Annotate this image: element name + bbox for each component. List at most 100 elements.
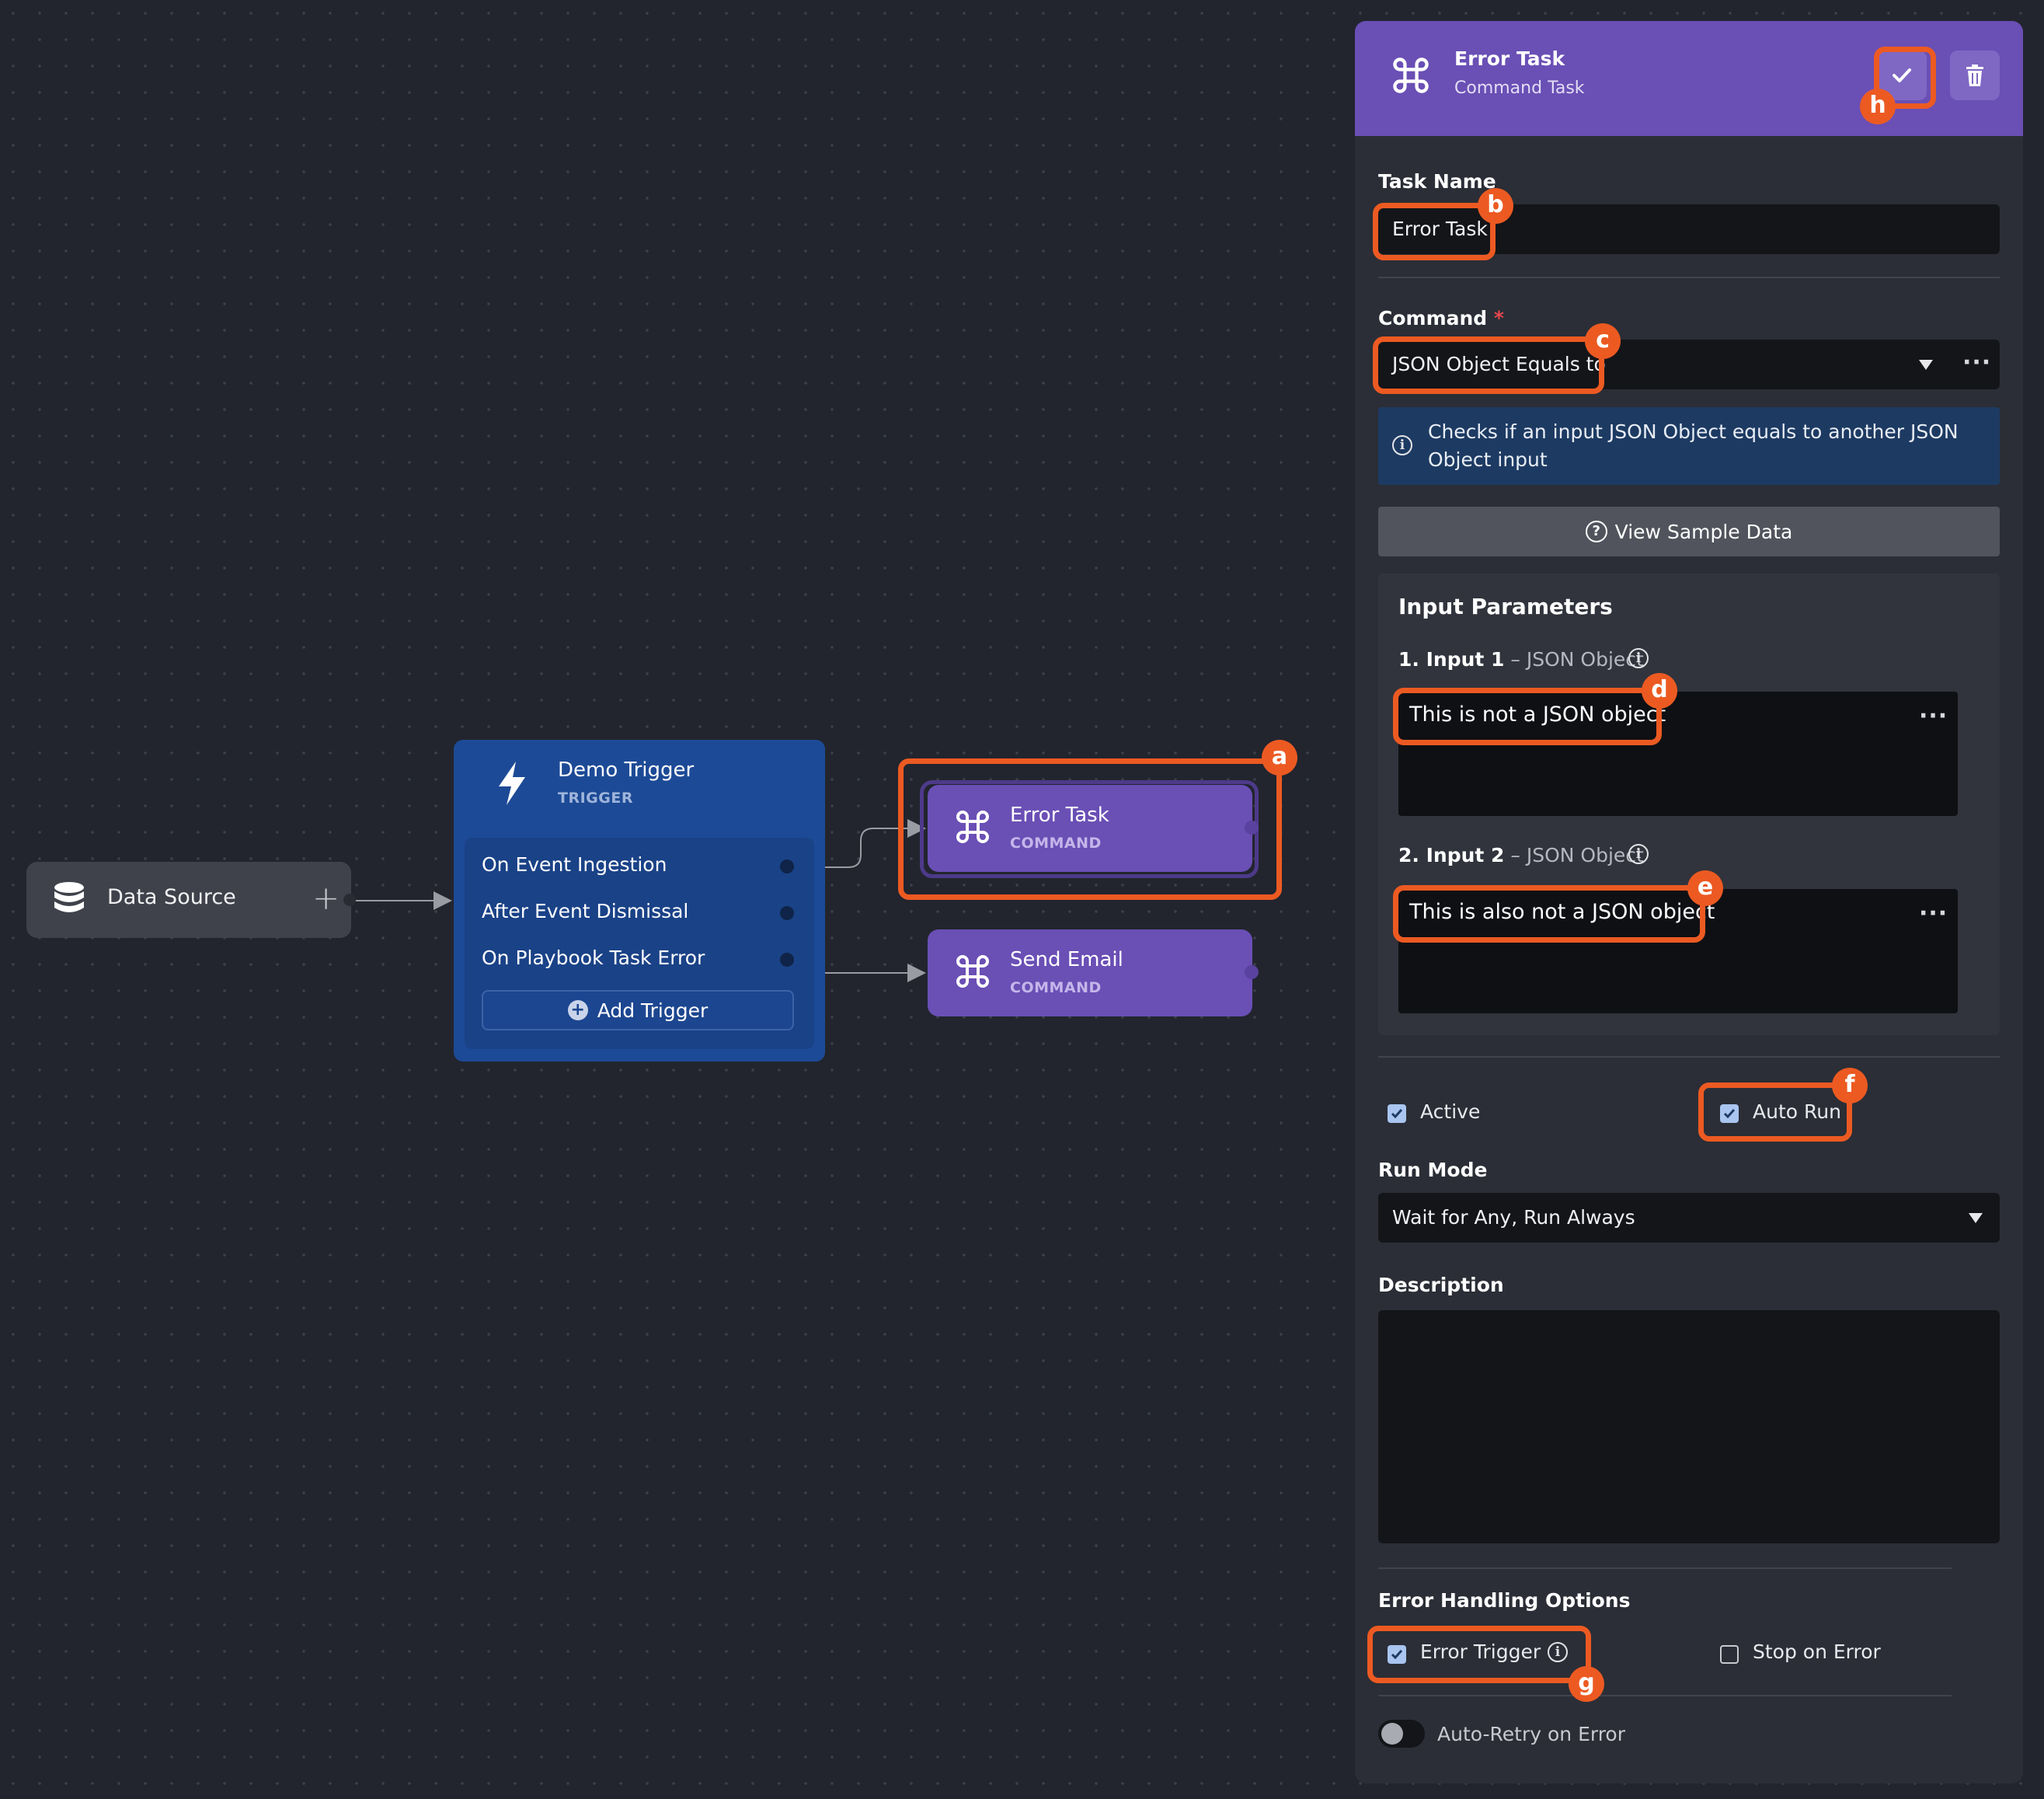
trigger-title: Demo Trigger (558, 758, 695, 782)
stop-on-error-label: Stop on Error (1753, 1640, 1881, 1663)
output-port[interactable] (1245, 965, 1259, 979)
callout-badge-c: c (1585, 323, 1621, 359)
description-label: Description (1378, 1274, 1504, 1296)
callout-badge-b: b (1478, 188, 1513, 224)
node-type: COMMAND (1010, 979, 1102, 996)
callout-f-box (1698, 1083, 1852, 1142)
command-icon (1393, 58, 1429, 93)
toggle-knob (1381, 1723, 1403, 1745)
input-parameters-section: Input Parameters 1. Input 1 – JSON Objec… (1378, 574, 2000, 1035)
trigger-event-item[interactable]: On Event Ingestion (482, 853, 667, 876)
callout-badge-g: g (1569, 1666, 1604, 1702)
input-1-value: This is not a JSON object (1409, 703, 1666, 727)
node-type: COMMAND (1010, 835, 1102, 852)
event-port[interactable] (780, 859, 794, 873)
checkmark-icon (1723, 1109, 1736, 1119)
callout-badge-d: d (1642, 673, 1677, 709)
plus-circle-icon: + (567, 1000, 588, 1020)
output-port[interactable] (1245, 821, 1259, 835)
trigger-node[interactable]: Demo Trigger TRIGGER On Event Ingestion … (454, 740, 825, 1062)
view-sample-data-label: View Sample Data (1614, 520, 1793, 543)
help-circle-icon: ? (1585, 521, 1607, 542)
task-config-panel: Error Task Command Task Task Name Error … (1355, 21, 2023, 1783)
event-port[interactable] (780, 953, 794, 967)
callout-b-box (1373, 203, 1496, 260)
divider (1378, 1695, 1952, 1696)
error-task-node[interactable]: Error Task COMMAND (928, 785, 1259, 872)
data-source-node[interactable]: Data Source + (26, 862, 356, 938)
callout-badge-a: a (1262, 740, 1297, 776)
command-label: Command * (1378, 307, 1504, 329)
checkmark-icon (1893, 68, 1911, 82)
info-icon[interactable]: i (1548, 1642, 1568, 1662)
callout-a-box (898, 758, 1282, 900)
callout-e-box (1393, 885, 1705, 943)
more-options-icon[interactable]: ··· (1962, 349, 1992, 376)
callout-d-box (1393, 688, 1662, 745)
description-textarea[interactable] (1378, 1310, 2000, 1543)
auto-retry-toggle[interactable] (1378, 1720, 1425, 1748)
input-2-value: This is also not a JSON object (1409, 900, 1715, 924)
input-parameters-title: Input Parameters (1398, 594, 1613, 619)
delete-button[interactable] (1950, 51, 2000, 100)
active-checkbox[interactable] (1388, 1104, 1406, 1123)
callout-badge-f: f (1832, 1068, 1868, 1103)
info-icon: i (1392, 435, 1412, 455)
command-select[interactable]: JSON Object Equals to (1378, 340, 2000, 389)
database-icon (54, 882, 84, 912)
trigger-event-item[interactable]: After Event Dismissal (482, 900, 689, 922)
auto-run-checkbox[interactable] (1720, 1104, 1739, 1123)
command-description: Checks if an input JSON Object equals to… (1428, 420, 1959, 471)
callout-badge-e: e (1687, 870, 1723, 906)
panel-header: Error Task Command Task (1355, 21, 2023, 136)
callout-badge-h: h (1860, 89, 1896, 124)
trash-icon (1966, 64, 1983, 86)
info-icon[interactable]: i (1628, 648, 1649, 668)
more-options-icon[interactable]: ··· (1919, 703, 1948, 730)
input-2-label: 2. Input 2 – JSON Object (1398, 844, 1644, 866)
add-trigger-button[interactable]: + Add Trigger (482, 990, 794, 1030)
node-title: Send Email (1010, 948, 1123, 971)
input-1-field[interactable]: This is not a JSON object ··· (1398, 692, 1958, 816)
panel-title: Error Task (1454, 47, 1565, 70)
trigger-event-item[interactable]: On Playbook Task Error (482, 947, 705, 969)
add-icon[interactable]: + (312, 879, 340, 917)
stop-on-error-checkbox[interactable] (1720, 1645, 1739, 1664)
more-options-icon[interactable]: ··· (1919, 900, 1948, 927)
divider (1378, 1056, 2000, 1058)
chevron-down-icon (1919, 360, 1933, 370)
auto-retry-label: Auto-Retry on Error (1437, 1723, 1626, 1745)
active-label: Active (1420, 1100, 1481, 1123)
divider (1378, 277, 2000, 278)
checkmark-icon (1391, 1109, 1403, 1119)
error-trigger-label: Error Trigger (1420, 1640, 1541, 1663)
add-trigger-label: Add Trigger (597, 999, 709, 1022)
lightning-icon (499, 762, 525, 805)
input-1-label: 1. Input 1 – JSON Object (1398, 648, 1644, 671)
panel-subtitle: Command Task (1454, 78, 1585, 98)
info-icon[interactable]: i (1628, 844, 1649, 864)
data-source-label: Data Source (107, 885, 236, 909)
run-mode-label: Run Mode (1378, 1159, 1488, 1181)
error-handling-label: Error Handling Options (1378, 1589, 1631, 1612)
command-icon (956, 955, 989, 988)
task-name-label: Task Name (1378, 170, 1496, 193)
divider (1378, 1567, 1952, 1569)
view-sample-data-button[interactable]: ? View Sample Data (1378, 507, 2000, 556)
command-info-box: i Checks if an input JSON Object equals … (1378, 407, 2000, 485)
callout-g-box (1367, 1626, 1591, 1683)
output-port[interactable] (343, 894, 356, 906)
callout-c-box (1373, 336, 1604, 394)
auto-run-label: Auto Run (1753, 1100, 1841, 1123)
run-mode-select[interactable]: Wait for Any, Run Always (1378, 1193, 2000, 1243)
chevron-down-icon (1969, 1213, 1983, 1223)
send-email-node[interactable]: Send Email COMMAND (928, 929, 1259, 1016)
command-icon (956, 811, 989, 843)
checkmark-icon (1391, 1650, 1403, 1660)
node-title: Error Task (1010, 804, 1109, 827)
event-port[interactable] (780, 906, 794, 920)
trigger-type: TRIGGER (558, 790, 633, 807)
input-2-field[interactable]: This is also not a JSON object ··· (1398, 889, 1958, 1013)
callout-h-box (1874, 47, 1936, 109)
error-trigger-checkbox[interactable] (1388, 1645, 1406, 1664)
